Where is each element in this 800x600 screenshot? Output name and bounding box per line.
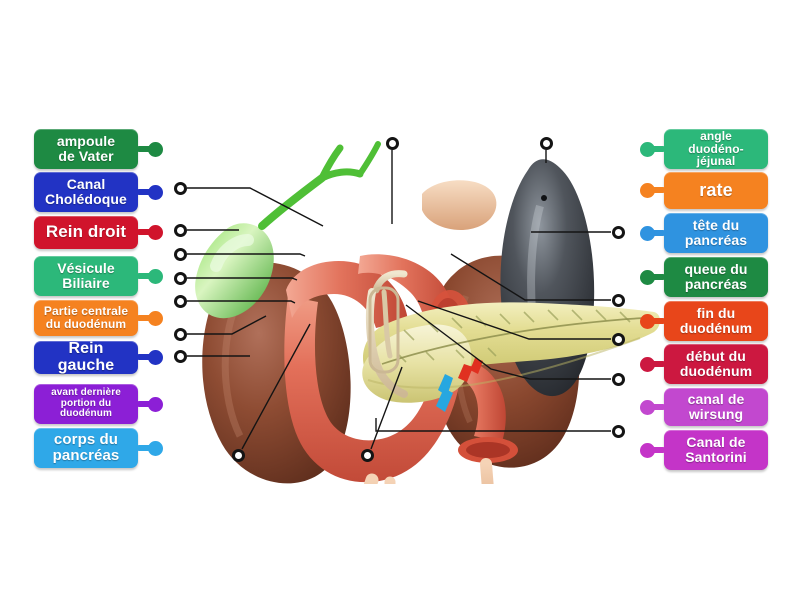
drop-target-target-l7[interactable]: [174, 350, 187, 363]
drop-target-target-l3[interactable]: [174, 248, 187, 261]
connector-knob-avant-derniere-portion[interactable]: [148, 397, 163, 412]
connector-stub-debut-du-duodenum: [648, 361, 666, 367]
drop-target-target-b2[interactable]: [361, 449, 374, 462]
label-text-rein-gauche: Rein gauche: [57, 339, 115, 374]
connector-knob-angle-duodeno-jejunal[interactable]: [640, 142, 655, 157]
connector-knob-vesicule-biliaire[interactable]: [148, 269, 163, 284]
jejunum-loops: [363, 458, 494, 484]
connector-stub-fin-du-duodenum: [648, 318, 666, 324]
drop-target-target-r1[interactable]: [612, 226, 625, 239]
connector-stub-partie-centrale-duodenum: [136, 315, 154, 321]
connector-knob-debut-du-duodenum[interactable]: [640, 357, 655, 372]
connector-knob-canal-choledoque[interactable]: [148, 185, 163, 200]
connector-knob-queue-du-pancreas[interactable]: [640, 270, 655, 285]
connector-knob-tete-du-pancreas[interactable]: [640, 226, 655, 241]
drop-target-target-l5[interactable]: [174, 295, 187, 308]
connector-stub-avant-derniere-portion: [136, 401, 154, 407]
label-text-rein-droit: Rein droit: [45, 222, 127, 242]
connector-knob-fin-du-duodenum[interactable]: [640, 314, 655, 329]
connector-stub-ampoule-de-vater: [136, 146, 154, 152]
connector-stub-corps-du-pancreas: [136, 445, 154, 451]
drop-target-target-r5[interactable]: [612, 425, 625, 438]
connector-stub-canal-de-wirsung: [648, 404, 666, 410]
connector-knob-corps-du-pancreas[interactable]: [148, 441, 163, 456]
connector-knob-partie-centrale-duodenum[interactable]: [148, 311, 163, 326]
drop-target-target-l6[interactable]: [174, 328, 187, 341]
label-rein-gauche[interactable]: Rein gauche: [34, 339, 138, 374]
anatomy-svg: [195, 141, 660, 484]
label-rein-droit[interactable]: Rein droit: [34, 216, 138, 249]
gallbladder-organ: [195, 141, 381, 319]
connector-knob-canal-de-santorini[interactable]: [640, 443, 655, 458]
connector-stub-rein-droit: [136, 229, 154, 235]
connector-knob-rein-gauche[interactable]: [148, 350, 163, 365]
drop-target-target-t2[interactable]: [540, 137, 553, 150]
label-rate[interactable]: rate: [664, 172, 768, 209]
connector-knob-canal-de-wirsung[interactable]: [640, 400, 655, 415]
connector-stub-tete-du-pancreas: [648, 230, 666, 236]
connector-stub-rate: [648, 187, 666, 193]
connector-stub-vesicule-biliaire: [136, 273, 154, 279]
drop-target-target-l1[interactable]: [174, 182, 187, 195]
drop-target-target-r4[interactable]: [612, 373, 625, 386]
drop-target-target-t1[interactable]: [386, 137, 399, 150]
connector-knob-ampoule-de-vater[interactable]: [148, 142, 163, 157]
connector-knob-rein-droit[interactable]: [148, 225, 163, 240]
connector-stub-angle-duodeno-jejunal: [648, 146, 666, 152]
drop-target-target-b1[interactable]: [232, 449, 245, 462]
anatomy-illustration: [136, 106, 664, 484]
connector-stub-canal-choledoque: [136, 189, 154, 195]
label-text-rate: rate: [699, 179, 733, 200]
drop-target-target-l4[interactable]: [174, 272, 187, 285]
connector-stub-queue-du-pancreas: [648, 274, 666, 280]
connector-stub-rein-gauche: [136, 354, 154, 360]
connector-knob-rate[interactable]: [640, 183, 655, 198]
drop-target-target-r3[interactable]: [612, 333, 625, 346]
drop-target-target-l2[interactable]: [174, 224, 187, 237]
drop-target-target-r2[interactable]: [612, 294, 625, 307]
connector-stub-canal-de-santorini: [648, 447, 666, 453]
